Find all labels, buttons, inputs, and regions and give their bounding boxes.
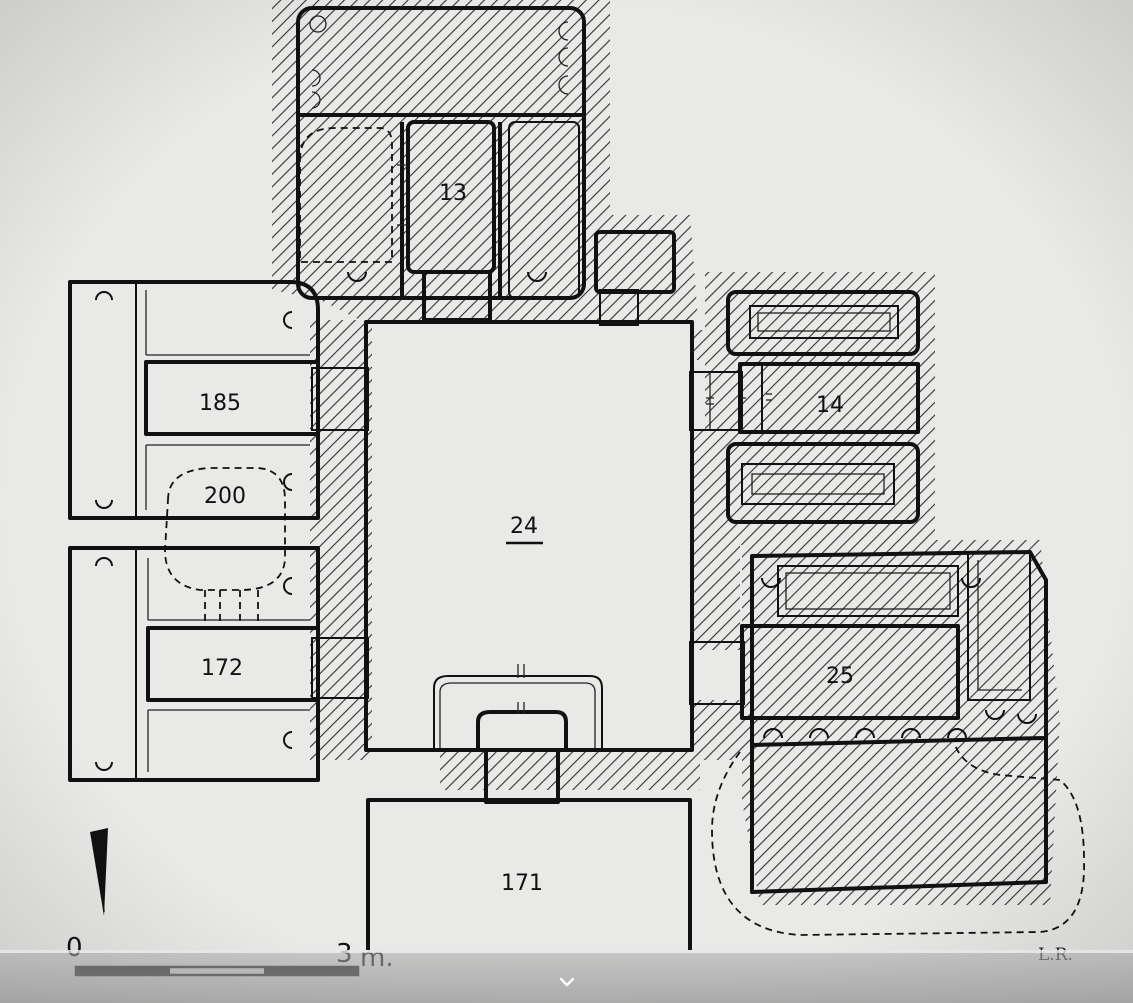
central-hall-24: 24 (364, 320, 694, 752)
room-label-25: 25 (826, 664, 854, 689)
progress-line (0, 950, 1133, 953)
room-label-200: 200 (204, 484, 246, 509)
room-14-complex: 14 (689, 290, 920, 524)
room-172-complex: 172 (68, 546, 369, 782)
room-label-13: 13 (439, 181, 467, 206)
chevron-down-icon[interactable] (553, 968, 581, 996)
room-25-complex: 25 (689, 550, 1085, 936)
room-label-171: 171 (501, 871, 543, 896)
north-arrow-icon (90, 828, 108, 916)
room-13-complex: 13 (296, 6, 676, 326)
video-controls-bar[interactable] (0, 950, 1133, 1003)
room-label-14: 14 (816, 393, 844, 418)
room-label-185: 185 (199, 391, 241, 416)
room-171-complex: 171 (366, 748, 692, 950)
chevron-down-glyph (559, 977, 575, 987)
room-label-24: 24 (510, 514, 538, 539)
room-label-172: 172 (201, 656, 243, 681)
room-185-complex: 185 200 (68, 280, 369, 591)
